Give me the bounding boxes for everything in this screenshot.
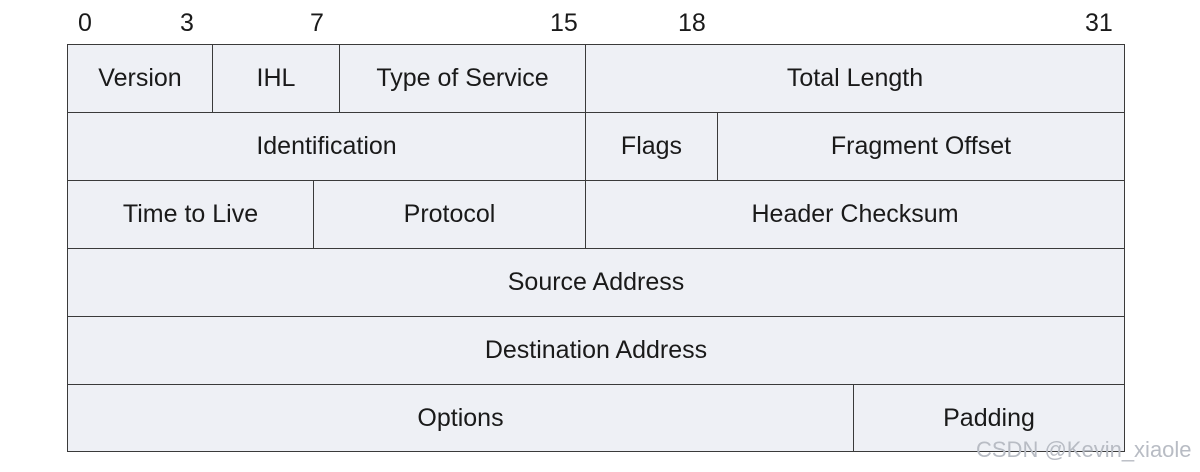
field-source-address: Source Address — [67, 248, 1125, 317]
field-total-length: Total Length — [585, 44, 1125, 113]
field-version: Version — [67, 44, 213, 113]
field-fragment-offset: Fragment Offset — [717, 112, 1125, 181]
watermark: CSDN @Kevin_xiaole — [976, 437, 1192, 462]
bit-label-18: 18 — [678, 9, 706, 37]
field-padding: Padding — [853, 384, 1125, 452]
field-destination-address: Destination Address — [67, 316, 1125, 385]
field-time-to-live: Time to Live — [67, 180, 314, 249]
field-options: Options — [67, 384, 854, 452]
bit-label-15: 15 — [550, 9, 578, 37]
bit-label-0: 0 — [78, 9, 92, 37]
bit-label-3: 3 — [180, 9, 194, 37]
field-identification: Identification — [67, 112, 586, 181]
field-header-checksum: Header Checksum — [585, 180, 1125, 249]
field-ihl: IHL — [212, 44, 340, 113]
field-protocol: Protocol — [313, 180, 586, 249]
field-type-of-service: Type of Service — [339, 44, 586, 113]
bit-label-7: 7 — [310, 9, 324, 37]
bit-label-31: 31 — [1085, 9, 1113, 37]
field-flags: Flags — [585, 112, 718, 181]
